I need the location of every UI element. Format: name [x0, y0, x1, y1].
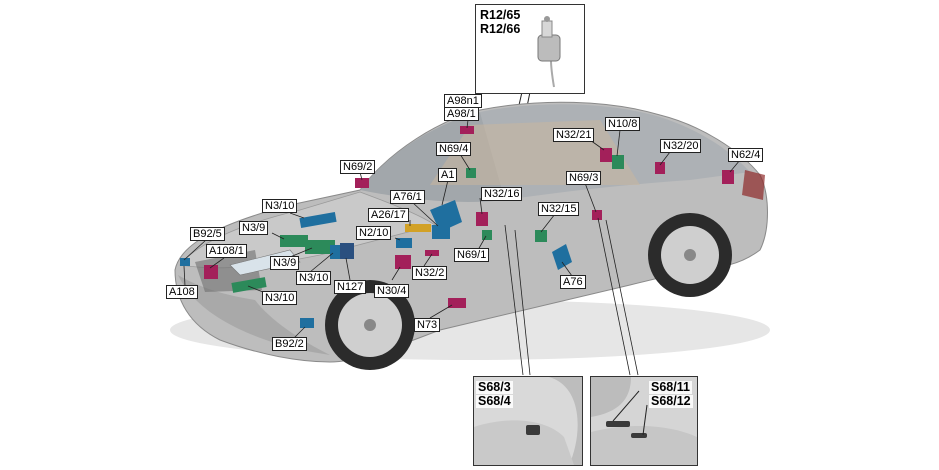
module-n32-20: [655, 162, 665, 174]
module-a76-1: [432, 225, 450, 239]
module-n69-2: [355, 178, 369, 188]
seat-drawing-left: [474, 377, 582, 465]
label-n3-10-top: N3/10: [262, 199, 298, 213]
seat-drawing-right: [591, 377, 697, 465]
front-bumper: [178, 275, 330, 355]
module-n2-10: [396, 238, 412, 248]
inset-title-line1: R12/65: [478, 8, 523, 22]
label-a108-1: A108/1: [206, 244, 247, 258]
module-b92-2: [300, 318, 314, 328]
inset-title-line1: S68/3: [476, 380, 513, 394]
module-a98n1: [460, 126, 474, 134]
inset-title-line2: S68/4: [476, 394, 513, 408]
module-n73: [448, 298, 466, 308]
label-a76-1: A76/1: [390, 190, 425, 204]
label-n127: N127: [334, 280, 367, 294]
module-n69-1: [482, 230, 492, 240]
label-a108: A108: [166, 285, 198, 299]
module-n127: [340, 243, 354, 259]
label-a98n1: A98n1: [444, 94, 482, 108]
module-n69-4: [466, 168, 476, 178]
label-n69-2: N69/2: [340, 160, 376, 174]
module-n3-10-top: [299, 211, 337, 229]
label-n69-3: N69/3: [566, 171, 602, 185]
label-n62-4: N62/4: [728, 148, 764, 162]
label-n32-15: N32/15: [538, 202, 580, 216]
inset-title-line1: S68/11: [649, 380, 692, 394]
module-a1: [430, 200, 462, 232]
label-n3-10-mid: N3/10: [296, 271, 332, 285]
front-wheel: [325, 280, 415, 370]
label-n30-4: N30/4: [374, 284, 410, 298]
module-n3-10-bottom: [231, 277, 267, 293]
module-n3-9-top: [280, 235, 308, 247]
label-n3-9-top: N3/9: [239, 221, 269, 235]
label-n32-20: N32/20: [660, 139, 702, 153]
module-n30-4: [395, 255, 411, 269]
inset-s68-3-s68-4: S68/3 S68/4: [473, 376, 583, 466]
label-n69-1: N69/1: [454, 248, 490, 262]
module-a108-1: [204, 265, 218, 279]
label-n69-4: N69/4: [436, 142, 472, 156]
label-a98-1: A98/1: [444, 107, 479, 121]
label-n2-10: N2/10: [356, 226, 392, 240]
module-n32-16: [476, 212, 488, 226]
label-n73: N73: [414, 318, 441, 332]
label-b92-5: B92/5: [190, 227, 225, 241]
inset-s68-11-s68-12: S68/11 S68/12: [590, 376, 698, 466]
label-a26-17: A26/17: [368, 208, 409, 222]
module-a26-17: [405, 224, 431, 232]
label-n32-21: N32/21: [553, 128, 595, 142]
label-a1: A1: [438, 168, 458, 182]
label-b92-2: B92/2: [272, 337, 307, 351]
rear-wheel: [648, 213, 732, 297]
label-n3-9-bottom: N3/9: [270, 256, 300, 270]
module-n32-15: [535, 230, 547, 242]
taillight: [742, 170, 765, 200]
module-n10-8: [612, 155, 624, 169]
inset-title-line2: R12/66: [478, 22, 523, 36]
label-a76: A76: [560, 275, 586, 289]
sensor-drawing: [537, 16, 561, 88]
inset-r12-65-r12-66: R12/65 R12/66: [475, 4, 585, 94]
module-n32-21: [600, 148, 612, 162]
label-n32-16: N32/16: [481, 187, 523, 201]
module-a76: [552, 244, 572, 270]
module-n62-4: [722, 170, 734, 184]
module-n3-9-bottom: [305, 240, 335, 254]
label-n32-2: N32/2: [412, 266, 448, 280]
module-n69-3: [592, 210, 602, 220]
inset-title-line2: S68/12: [649, 394, 693, 408]
label-n10-8: N10/8: [605, 117, 641, 131]
module-b92-5: [180, 258, 190, 266]
label-n3-10-bottom: N3/10: [262, 291, 298, 305]
module-n32-2: [425, 250, 439, 256]
